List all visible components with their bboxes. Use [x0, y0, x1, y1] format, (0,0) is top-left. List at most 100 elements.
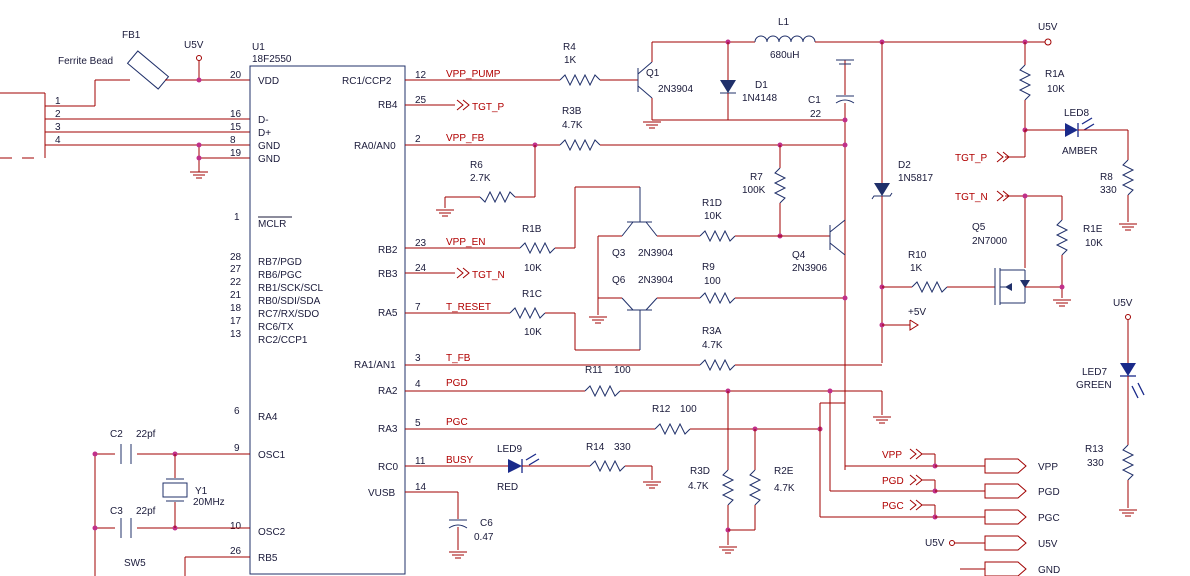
svg-text:22: 22	[230, 277, 242, 288]
svg-text:PGD: PGD	[446, 378, 468, 389]
svg-text:2: 2	[415, 134, 421, 145]
svg-text:2N7000: 2N7000	[972, 236, 1007, 247]
svg-text:OSC1: OSC1	[258, 450, 286, 461]
svg-text:RB7/PGD: RB7/PGD	[258, 257, 302, 268]
svg-text:Ferrite Bead: Ferrite Bead	[58, 56, 113, 67]
diode-d2: D2 1N5817	[871, 42, 933, 363]
svg-text:18: 18	[230, 303, 242, 314]
svg-text:RA5: RA5	[378, 308, 398, 319]
svg-text:22pf: 22pf	[136, 506, 156, 517]
svg-text:TGT_N: TGT_N	[955, 192, 988, 203]
svg-text:PGD: PGD	[1038, 487, 1060, 498]
svg-text:R7: R7	[750, 172, 763, 183]
conn-pin-2: 2	[55, 109, 61, 120]
svg-text:RC7/RX/SDO: RC7/RX/SDO	[258, 309, 319, 320]
ferrite-bead-fb1: FB1 Ferrite Bead U5V	[58, 30, 250, 106]
svg-text:VPP: VPP	[1038, 462, 1058, 473]
svg-text:GND: GND	[258, 154, 280, 165]
svg-text:Y1: Y1	[195, 486, 208, 497]
svg-text:23: 23	[415, 238, 427, 249]
transistor-q6: Q6 2N3904	[612, 275, 673, 350]
svg-text:22: 22	[810, 109, 822, 120]
svg-text:100: 100	[704, 276, 721, 287]
svg-text:R1B: R1B	[522, 224, 542, 235]
svg-text:SW5: SW5	[124, 558, 146, 569]
svg-text:10K: 10K	[524, 327, 542, 338]
svg-text:R10: R10	[908, 250, 927, 261]
transistor-q1: Q1 2N3904	[637, 61, 693, 99]
svg-text:2N3904: 2N3904	[658, 84, 693, 95]
svg-text:4.7K: 4.7K	[702, 340, 723, 351]
svg-text:C2: C2	[110, 429, 123, 440]
svg-text:Q6: Q6	[612, 275, 626, 286]
svg-text:1N4148: 1N4148	[742, 93, 777, 104]
svg-text:PGD: PGD	[882, 476, 904, 487]
svg-text:680uH: 680uH	[770, 50, 799, 61]
svg-text:R1E: R1E	[1083, 224, 1103, 235]
svg-text:VPP_FB: VPP_FB	[446, 133, 485, 144]
svg-text:U5V: U5V	[184, 40, 204, 51]
svg-text:TGT_N: TGT_N	[472, 270, 505, 281]
svg-text:T_FB: T_FB	[446, 353, 471, 364]
svg-text:R1A: R1A	[1045, 69, 1065, 80]
svg-text:RC0: RC0	[378, 462, 398, 473]
svg-text:19: 19	[230, 148, 242, 159]
svg-text:6: 6	[234, 406, 240, 417]
svg-text:18F2550: 18F2550	[252, 54, 292, 65]
svg-text:RC2/CCP1: RC2/CCP1	[258, 335, 308, 346]
svg-text:14: 14	[415, 482, 427, 493]
svg-text:1N5817: 1N5817	[898, 173, 933, 184]
capacitor-c1: C1 22	[808, 59, 855, 120]
svg-text:Q4: Q4	[792, 250, 806, 261]
svg-text:100: 100	[680, 404, 697, 415]
svg-text:0.47: 0.47	[474, 532, 494, 543]
svg-text:8: 8	[230, 135, 236, 146]
svg-text:R3B: R3B	[562, 106, 582, 117]
mosfet-q5: Q5 2N7000	[972, 222, 1030, 305]
svg-text:27: 27	[230, 264, 242, 275]
svg-text:26: 26	[230, 546, 242, 557]
svg-text:R11: R11	[585, 365, 603, 376]
svg-text:330: 330	[614, 442, 631, 453]
svg-text:LED8: LED8	[1064, 108, 1089, 119]
svg-text:RED: RED	[497, 482, 518, 493]
svg-text:10K: 10K	[1085, 238, 1103, 249]
svg-text:16: 16	[230, 109, 242, 120]
svg-text:MCLR: MCLR	[258, 219, 286, 230]
svg-text:1: 1	[234, 212, 240, 223]
svg-text:D1: D1	[755, 80, 768, 91]
svg-text:RA1/AN1: RA1/AN1	[354, 360, 396, 371]
svg-text:12: 12	[415, 70, 427, 81]
led-led7: LED7 GREEN	[1076, 363, 1145, 399]
led-led9: LED9 RED	[497, 444, 540, 493]
svg-text:R2E: R2E	[774, 466, 794, 477]
svg-text:U5V: U5V	[1038, 22, 1058, 33]
svg-text:AMBER: AMBER	[1062, 146, 1098, 157]
svg-text:D2: D2	[898, 160, 911, 171]
svg-text:25: 25	[415, 95, 427, 106]
svg-text:GREEN: GREEN	[1076, 380, 1112, 391]
transistor-q3: Q3 2N3904	[612, 187, 673, 259]
svg-text:RB5: RB5	[258, 553, 278, 564]
svg-text:RB6/PGC: RB6/PGC	[258, 270, 302, 281]
svg-text:Q5: Q5	[972, 222, 986, 233]
svg-text:9: 9	[234, 443, 240, 454]
svg-text:U5V: U5V	[925, 538, 945, 549]
svg-text:21: 21	[230, 290, 242, 301]
usb-connector: 1 2 3 4	[0, 92, 250, 159]
inductor-l1: L1 680uH	[754, 17, 816, 61]
svg-text:FB1: FB1	[122, 30, 141, 41]
svg-text:BUSY: BUSY	[446, 455, 474, 466]
svg-text:PGC: PGC	[882, 501, 904, 512]
svg-text:RB0/SDI/SDA: RB0/SDI/SDA	[258, 296, 321, 307]
svg-text:R14: R14	[586, 442, 605, 453]
svg-text:15: 15	[230, 122, 242, 133]
svg-text:C6: C6	[480, 518, 493, 529]
svg-text:7: 7	[415, 302, 421, 313]
conn-pin-3: 3	[55, 122, 61, 133]
svg-text:RB3: RB3	[378, 269, 398, 280]
svg-text:L1: L1	[778, 17, 790, 28]
svg-text:D-: D-	[258, 115, 269, 126]
